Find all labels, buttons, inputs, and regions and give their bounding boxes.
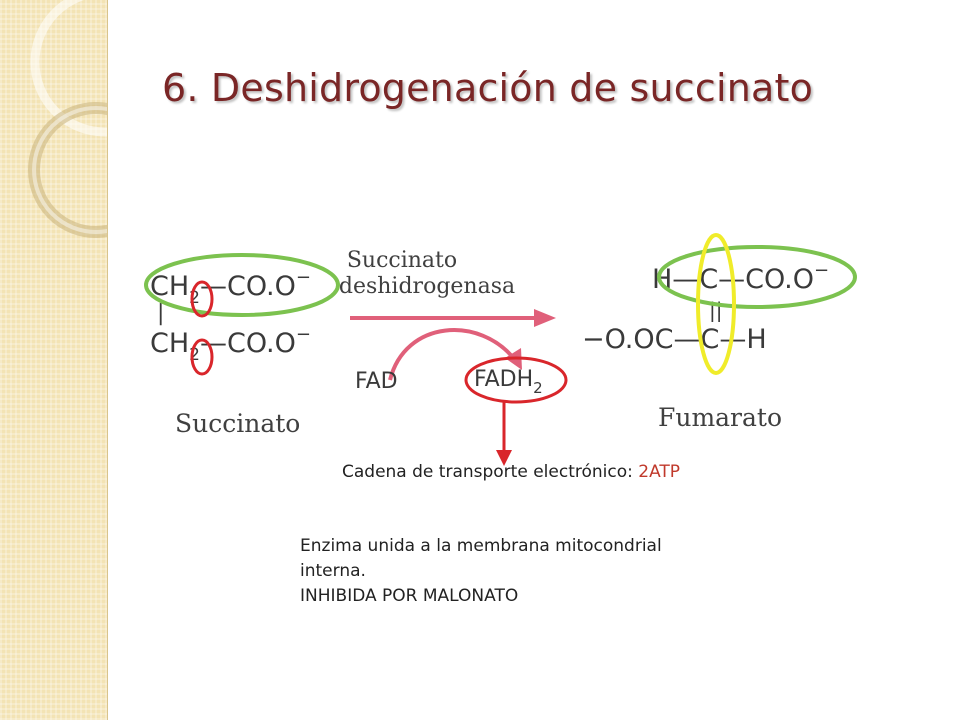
succinate-row2-charge: −	[296, 324, 311, 345]
enzyme-line1: Succinato	[347, 248, 457, 273]
enzyme-line2: deshidrogenasa	[339, 274, 515, 299]
svg-text:CH2—CO.O−: CH2—CO.O−	[150, 267, 311, 308]
fumarate-bottom-c: C	[700, 324, 719, 355]
succinate-bond: |	[157, 301, 164, 326]
reaction-arrow-head	[534, 309, 556, 327]
succinate-row1-right: —CO.O	[200, 271, 296, 302]
fumarate-top-c: C	[699, 264, 718, 295]
succinate-label: Succinato	[175, 409, 300, 438]
enzyme-label: Succinato deshidrogenasa	[339, 248, 515, 299]
ring-decoration	[28, 0, 107, 238]
note-line-2: interna.	[300, 561, 366, 581]
svg-text:CH2—CO.O−: CH2—CO.O−	[150, 324, 311, 365]
fumarate-bottom-right: —H	[719, 324, 766, 355]
yellow-circle-double-bond	[696, 233, 736, 375]
electron-chain-line: Cadena de transporte electrónico: 2ATP	[342, 462, 680, 482]
reaction-diagram: CH2—CO.O− | CH2—CO.O− Succinato Succinat…	[144, 233, 857, 466]
fumarate-structure: H—C—CO.O− || −O.OC—C—H Fumarato	[582, 260, 829, 432]
fadh-sub: 2	[533, 379, 543, 397]
chain-prefix: Cadena de transporte electrónico:	[342, 462, 639, 482]
fadh-label: FADH	[474, 367, 533, 392]
fad-label: FAD	[355, 369, 398, 394]
svg-text:FADH2: FADH2	[474, 367, 543, 397]
chain-atp: 2ATP	[638, 462, 681, 482]
succinate-structure: CH2—CO.O− | CH2—CO.O− Succinato	[150, 267, 311, 438]
succinate-row1-charge: −	[296, 267, 311, 288]
red-circle-fadh2	[464, 356, 568, 404]
succinate-row2-sub: 2	[189, 345, 200, 365]
red-circle-h2-bottom	[190, 338, 214, 376]
cofactor-curved-arrow	[388, 328, 517, 381]
succinate-row1-sub: 2	[189, 288, 200, 308]
fumarate-label: Fumarato	[658, 403, 782, 432]
succinate-row2-left: CH	[150, 328, 189, 359]
svg-text:−O.OC—C—H: −O.OC—C—H	[582, 324, 767, 355]
notes-block: Enzima unida a la membrana mitocondrial …	[300, 534, 760, 609]
slide-title: 6. Deshidrogenación de succinato	[162, 66, 814, 110]
red-circle-h2-top	[190, 280, 214, 318]
green-circle-fumarate-carboxyl	[657, 245, 857, 309]
green-circle-succinate-carboxyl	[144, 253, 340, 317]
decorative-sidebar	[0, 0, 108, 720]
svg-text:H—C—CO.O−: H—C—CO.O−	[652, 260, 829, 295]
note-line-3: INHIBIDA POR MALONATO	[300, 586, 519, 606]
fumarate-bottom-left: −O.OC—	[582, 324, 700, 355]
red-down-arrow-head	[496, 450, 512, 466]
fumarate-top-charge: −	[814, 260, 829, 281]
note-line-1: Enzima unida a la membrana mitocondrial	[300, 536, 662, 556]
succinate-row2-right: —CO.O	[200, 328, 296, 359]
